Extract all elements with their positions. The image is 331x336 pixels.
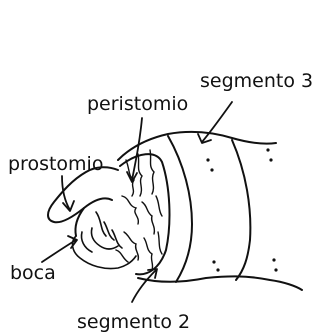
arrow-peristomio: [132, 118, 142, 180]
peristomium-folds: [116, 150, 162, 270]
label-segmento-3: segmento 3: [200, 72, 313, 91]
label-boca: boca: [10, 264, 56, 283]
label-segmento-2: segmento 2: [77, 313, 190, 332]
prostomium: [48, 167, 118, 236]
label-prostomio: prostomio: [8, 155, 103, 174]
arrow-prostomio: [62, 176, 70, 210]
body-outline: [118, 132, 302, 290]
arrow-boca: [42, 240, 76, 262]
label-peristomio: peristomio: [87, 95, 188, 114]
